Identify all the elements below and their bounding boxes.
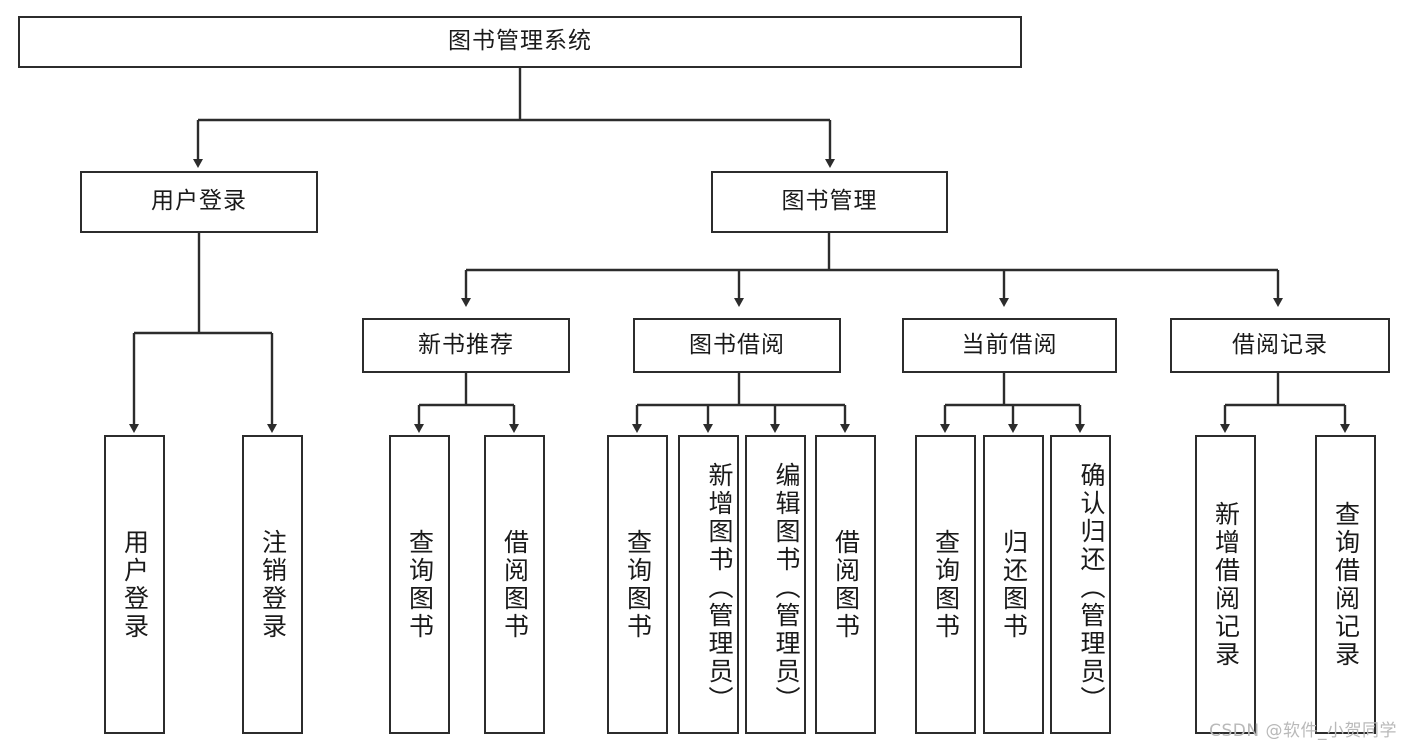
node-book-management[interactable]: 图书管理: [711, 171, 948, 233]
node-root-label: 图书管理系统: [448, 28, 592, 55]
node-book-borrow[interactable]: 图书借阅: [633, 318, 841, 373]
node-leaf-confirm-return-admin-label: 确认归还（管理员）: [1077, 461, 1106, 714]
node-leaf-query-borrow-record-label: 查询借阅记录: [1331, 500, 1361, 669]
node-leaf-logout-login-label: 注销登录: [258, 528, 288, 641]
node-current-borrow-label: 当前借阅: [961, 331, 1058, 358]
node-leaf-borrow-book-1[interactable]: 借阅图书: [484, 435, 545, 734]
node-leaf-query-book-2-label: 查询图书: [623, 528, 653, 641]
node-leaf-query-borrow-record[interactable]: 查询借阅记录: [1315, 435, 1376, 734]
node-borrow-record-label: 借阅记录: [1232, 331, 1328, 358]
node-book-borrow-label: 图书借阅: [689, 331, 785, 358]
node-leaf-add-book-admin-label: 新增图书（管理员）: [705, 461, 734, 714]
node-book-management-label: 图书管理: [781, 188, 878, 215]
node-leaf-add-borrow-record-label: 新增借阅记录: [1211, 500, 1241, 669]
node-leaf-query-book-1-label: 查询图书: [405, 528, 435, 641]
node-new-book-recommend[interactable]: 新书推荐: [362, 318, 570, 373]
node-borrow-record[interactable]: 借阅记录: [1170, 318, 1390, 373]
node-leaf-user-login[interactable]: 用户登录: [104, 435, 165, 734]
node-user-login-label: 用户登录: [151, 188, 247, 215]
node-current-borrow[interactable]: 当前借阅: [902, 318, 1117, 373]
node-leaf-borrow-book-2-label: 借阅图书: [831, 528, 861, 641]
node-leaf-add-book-admin[interactable]: 新增图书（管理员）: [678, 435, 739, 734]
node-leaf-borrow-book-2[interactable]: 借阅图书: [815, 435, 876, 734]
node-leaf-add-borrow-record[interactable]: 新增借阅记录: [1195, 435, 1256, 734]
node-leaf-confirm-return-admin[interactable]: 确认归还（管理员）: [1050, 435, 1111, 734]
node-leaf-return-book[interactable]: 归还图书: [983, 435, 1044, 734]
node-leaf-logout-login[interactable]: 注销登录: [242, 435, 303, 734]
node-root[interactable]: 图书管理系统: [18, 16, 1022, 68]
node-user-login[interactable]: 用户登录: [80, 171, 318, 233]
node-leaf-query-book-3-label: 查询图书: [931, 528, 961, 641]
node-leaf-query-book-1[interactable]: 查询图书: [389, 435, 450, 734]
node-leaf-query-book-2[interactable]: 查询图书: [607, 435, 668, 734]
node-leaf-edit-book-admin[interactable]: 编辑图书（管理员）: [745, 435, 806, 734]
node-leaf-query-book-3[interactable]: 查询图书: [915, 435, 976, 734]
node-leaf-user-login-label: 用户登录: [120, 528, 150, 641]
node-new-book-recommend-label: 新书推荐: [418, 331, 514, 358]
node-leaf-return-book-label: 归还图书: [999, 528, 1029, 641]
node-leaf-edit-book-admin-label: 编辑图书（管理员）: [772, 461, 801, 714]
node-leaf-borrow-book-1-label: 借阅图书: [500, 528, 530, 641]
